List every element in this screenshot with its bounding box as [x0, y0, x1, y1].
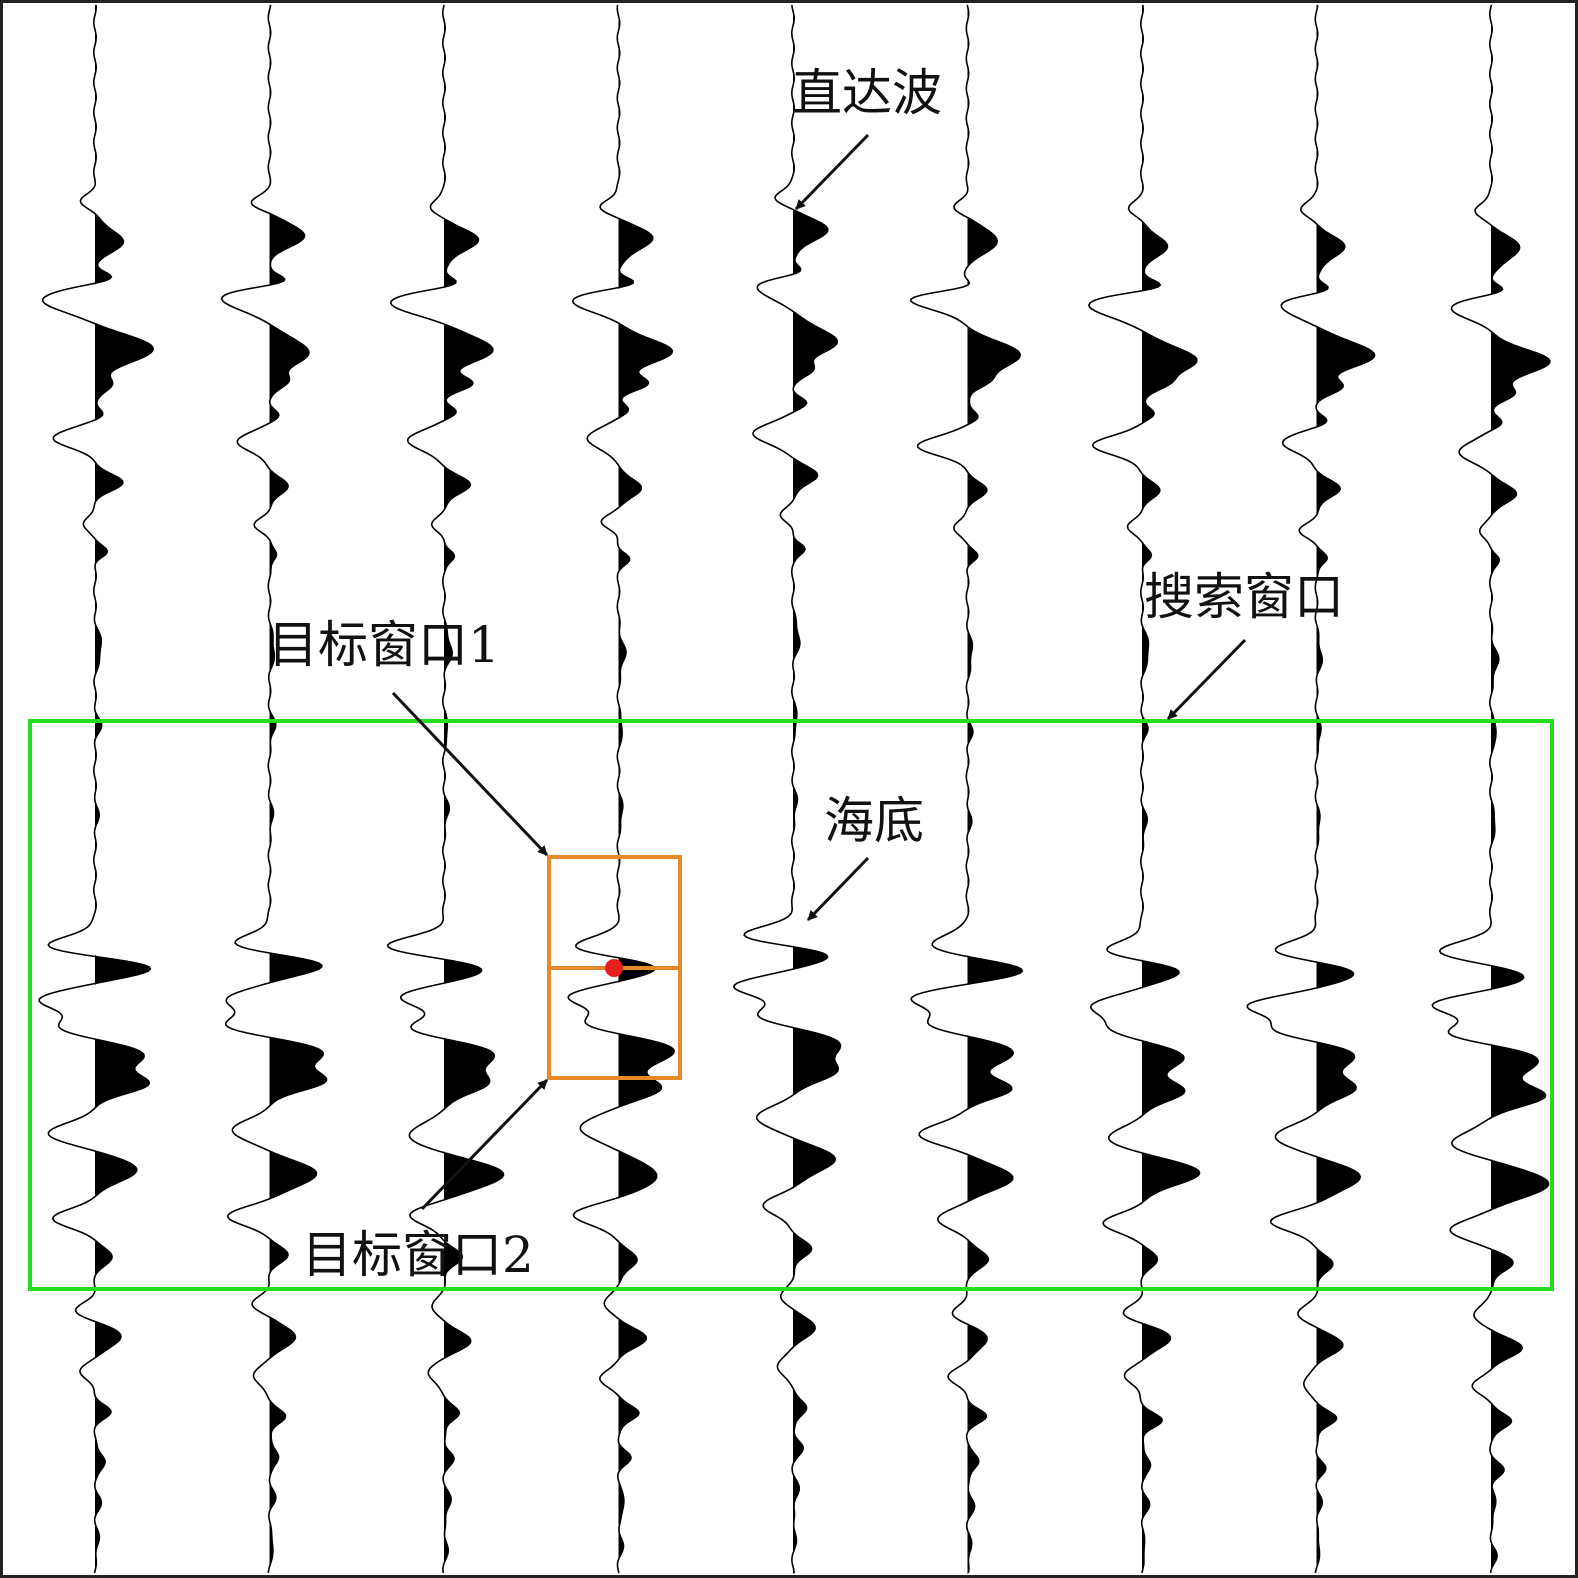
- search-window-arrow: [1166, 638, 1247, 721]
- seabed-label: 海底: [824, 792, 924, 850]
- pick-point-marker: [605, 959, 623, 977]
- target-window-2-arrow: [420, 1078, 549, 1211]
- trace-fill: [793, 5, 841, 1574]
- trace-wiggle: [38, 4, 155, 1574]
- seabed-arrow: [806, 856, 870, 922]
- trace-wiggle: [386, 4, 505, 1574]
- trace-fill: [269, 5, 327, 1574]
- trace-fill: [1316, 5, 1375, 1574]
- target-window-1-arrow: [391, 691, 549, 857]
- target-window-1-label: 目标窗口1: [268, 616, 500, 674]
- direct-wave-arrow: [794, 133, 870, 211]
- direct-wave-label: 直达波: [792, 64, 942, 122]
- seismic-traces: [38, 4, 1551, 1574]
- trace-wiggle: [1246, 4, 1376, 1574]
- search-window-box: [28, 719, 1554, 1291]
- trace-fill: [618, 5, 675, 1574]
- trace-wiggle: [1088, 4, 1201, 1574]
- trace-wiggle: [1431, 4, 1551, 1574]
- trace-wiggle: [909, 4, 1024, 1574]
- trace-wiggle: [732, 4, 842, 1574]
- trace-wiggle: [220, 4, 328, 1574]
- search-window-label: 搜索窗口: [1144, 568, 1344, 626]
- trace-fill: [967, 5, 1023, 1574]
- trace-wiggle: [567, 4, 676, 1574]
- trace-fill: [1491, 5, 1550, 1574]
- target-window-2-label: 目标窗口2: [302, 1226, 534, 1284]
- trace-fill: [444, 5, 504, 1574]
- trace-fill: [95, 5, 154, 1574]
